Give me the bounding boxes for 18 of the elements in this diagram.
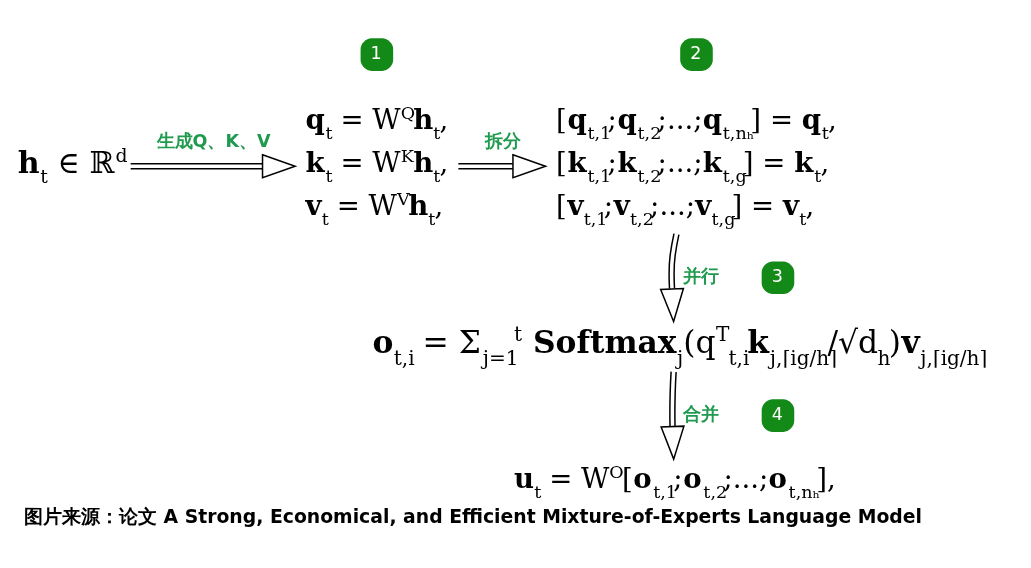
- label: 1: [370, 43, 382, 64]
- node-text: o$_{t,i}$ = Σ$_{j=1}$$^{t}$ Softmax$_{j}$(q$^{T}$$_{t,i}$k$_{j,⌈ig/h⌉}$/√d$_{h}$)v$_{j,⌈ig/h⌉}$: [371, 321, 987, 370]
- node-text: u$_{t}$ = W$^{O}$[o$_{t,1}$;o$_{t,2}$;...;o$_{t,nₕ}$],: [513, 461, 836, 502]
- label: 2: [689, 43, 701, 64]
- node-text: [q$_{t,1}$;q$_{t,2}$;...;q$_{t,nₕ}$] = q$_{t}$, [k$_{t,1}$;k$_{t,2}$;...;k$_{t,g}$] = k$_{t}$, [v$_{t,1}$;v$_{t,2}$;...;v$_{t,g}$] = v$_{t}$,: [555, 103, 837, 229]
- node-text: q$_{t}$ = W$^{Q}$h$_{t}$, k$_{t}$ = W$^{K}$h$_{t}$, v$_{t}$ = W$^{V}$h$_{t}$,: [304, 103, 448, 229]
- edge-label: 拆分: [484, 131, 521, 151]
- arrow: [659, 370, 685, 462]
- label: 4: [771, 404, 783, 425]
- node-text: h$_{t}$ ∈ ℝ$^{d}$: [17, 144, 128, 188]
- label: 3: [771, 266, 783, 287]
- arrow: [659, 232, 684, 324]
- caption: 图片来源：论文 A Strong, Economical, and Efficient Mixture-of-Experts Language Model: [23, 506, 922, 528]
- arrow: [457, 153, 548, 179]
- arrow: [129, 153, 297, 179]
- edge-label: 并行: [682, 265, 719, 286]
- edge-label: 合并: [682, 403, 719, 424]
- edge-label: 生成Q、K、V: [156, 131, 271, 151]
